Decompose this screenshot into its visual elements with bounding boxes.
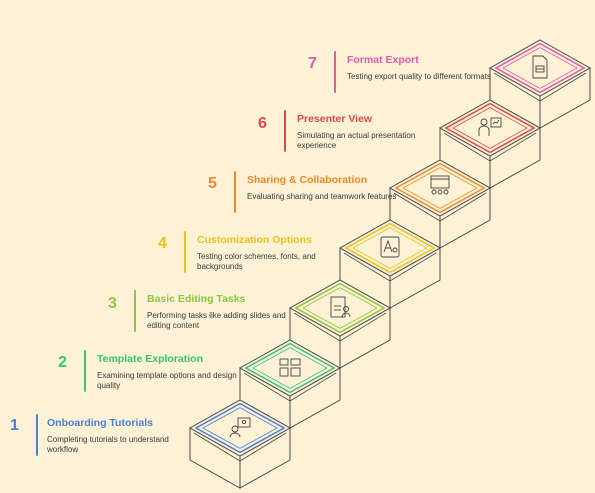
stair-color-outline bbox=[294, 282, 386, 334]
stair-top-face bbox=[438, 99, 542, 157]
stair-color-inner bbox=[502, 47, 578, 89]
stair-edge-line bbox=[443, 132, 537, 162]
stair-top-face bbox=[488, 39, 592, 97]
stair-color-inner bbox=[352, 227, 428, 269]
stair-color-outline bbox=[244, 342, 336, 394]
stair-edge-line bbox=[493, 72, 587, 102]
stair-color-inner bbox=[402, 167, 478, 209]
stair-edge-line bbox=[393, 192, 487, 222]
stair-edge-line bbox=[193, 432, 287, 462]
stair-color-outline bbox=[394, 162, 486, 214]
stair-top-face bbox=[188, 399, 292, 457]
stair-edge-line bbox=[243, 372, 337, 402]
team-window-icon bbox=[430, 175, 450, 195]
stair-color-inner bbox=[452, 107, 528, 149]
stair-step-1 bbox=[188, 399, 292, 489]
stair-color-outline bbox=[194, 402, 286, 454]
stair-edge-line bbox=[343, 252, 437, 282]
stair-color-inner bbox=[252, 347, 328, 389]
stair-top-face bbox=[238, 339, 342, 397]
stair-edge-line bbox=[293, 312, 387, 342]
stair-color-inner bbox=[302, 287, 378, 329]
stair-color-outline bbox=[444, 102, 536, 154]
stair-top-face bbox=[288, 279, 392, 337]
stair-step-6 bbox=[438, 99, 542, 189]
stair-step-5 bbox=[388, 159, 492, 249]
stair-step-3 bbox=[288, 279, 392, 369]
presenter-board-icon bbox=[478, 117, 502, 136]
stair-color-inner bbox=[202, 407, 278, 449]
stair-color-outline bbox=[344, 222, 436, 274]
tutorial-user-icon bbox=[229, 417, 251, 438]
template-grid-icon bbox=[279, 358, 301, 377]
export-document-icon bbox=[532, 55, 548, 79]
slide-edit-icon bbox=[330, 296, 351, 318]
stair-color-outline bbox=[494, 42, 586, 94]
font-style-icon bbox=[380, 236, 400, 258]
stair-step-7 bbox=[488, 39, 592, 129]
